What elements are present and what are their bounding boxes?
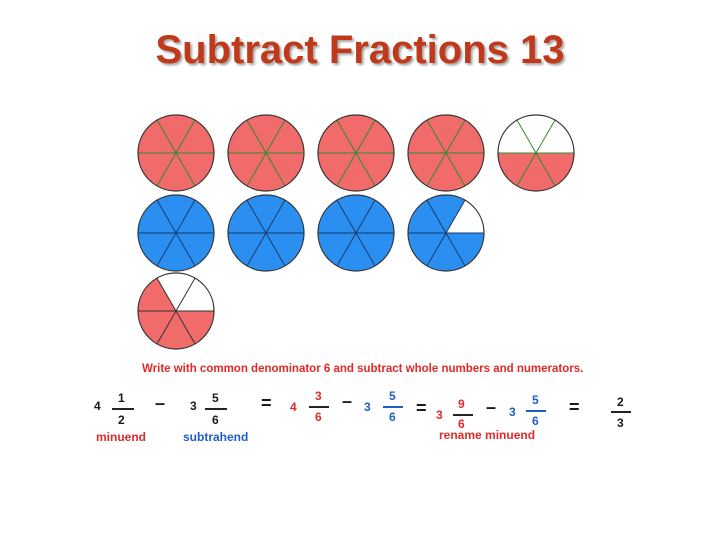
- subtrahend-label: subtrahend: [183, 430, 249, 444]
- subtrahend-fraction-pie-slice: [427, 233, 465, 271]
- renamed-subtrahend-whole: 3: [509, 405, 516, 419]
- minuend-whole-pie-divider: [156, 119, 196, 187]
- subtrahend-fraction-pie-slice: [427, 194, 465, 233]
- minuend-whole-pie-slice: [247, 114, 285, 153]
- minuend-fraction-pie-slice: [517, 114, 555, 153]
- subtrahend-whole-pie-slice: [157, 233, 195, 271]
- minuend-fraction-pie-slice: [517, 153, 555, 191]
- minuend-whole-pie-slice: [427, 114, 465, 153]
- difference-pie-divider: [156, 277, 196, 345]
- renamed-minuend-whole: 3: [436, 408, 443, 422]
- minuend-fraction-bar: [112, 408, 134, 410]
- common-subtrahend-bar: [383, 406, 403, 408]
- renamed-subtrahend-bar: [526, 410, 546, 412]
- common-minuend-whole: 4: [290, 400, 297, 414]
- subtrahend-whole-pie-divider: [246, 199, 286, 267]
- renamed-minuend-bar: [453, 414, 473, 416]
- minuend-whole-pie-outline: [137, 114, 215, 192]
- subtrahend-whole-pie-slice: [247, 233, 285, 271]
- renamed-minuend-numerator: 9: [458, 397, 465, 411]
- equals-sign-2: =: [416, 398, 427, 418]
- subtrahend-denominator: 6: [212, 413, 219, 427]
- subtrahend-fraction-pie-divider: [426, 199, 466, 267]
- minuend-denominator: 2: [118, 413, 125, 427]
- common-minuend-numerator: 3: [315, 389, 322, 403]
- common-subtrahend-denominator: 6: [389, 410, 396, 424]
- common-subtrahend-whole: 3: [364, 400, 371, 414]
- subtrahend-numerator: 5: [212, 391, 219, 405]
- minuend-whole-pie-outline: [317, 114, 395, 192]
- minuend-whole-pie-outline: [227, 114, 305, 192]
- minuend-whole: 4: [94, 399, 101, 413]
- equals-sign-1: =: [261, 393, 272, 413]
- minus-sign-3: –: [486, 397, 497, 417]
- subtrahend-fraction-pie-outline: [407, 194, 485, 272]
- minuend-whole-pie-slice: [247, 153, 285, 191]
- common-minuend-denominator: 6: [315, 410, 322, 424]
- rename-minuend-label: rename minuend: [439, 428, 536, 442]
- minus-sign-2: –: [342, 391, 353, 411]
- result-numerator: 2: [617, 395, 624, 409]
- minus-sign-1: –: [155, 393, 166, 413]
- common-minuend-bar: [309, 406, 329, 408]
- result-denominator: 3: [617, 416, 624, 430]
- difference-pie-slice: [157, 311, 195, 349]
- equals-sign-3: =: [569, 397, 580, 417]
- minuend-label: minuend: [96, 430, 146, 444]
- result-fraction-bar: [611, 411, 631, 413]
- subtrahend-whole-pie-slice: [247, 194, 285, 233]
- subtrahend-whole-pie-divider: [336, 199, 376, 267]
- renamed-minuend-denominator: 6: [458, 417, 465, 431]
- subtrahend-whole: 3: [190, 399, 197, 413]
- minuend-whole-pie-outline: [407, 114, 485, 192]
- minuend-fraction-pie-divider: [516, 119, 556, 187]
- renamed-subtrahend-numerator: 5: [532, 393, 539, 407]
- subtrahend-whole-pie-outline: [227, 194, 305, 272]
- subtrahend-whole-pie-slice: [337, 233, 375, 271]
- minuend-whole-pie-slice: [157, 153, 195, 191]
- minuend-whole-pie-divider: [246, 119, 286, 187]
- subtrahend-fraction-bar: [205, 408, 227, 410]
- subtrahend-whole-pie-slice: [157, 194, 195, 233]
- minuend-whole-pie-slice: [337, 114, 375, 153]
- difference-pie-outline: [137, 272, 215, 350]
- difference-pie-slice: [157, 273, 195, 311]
- subtrahend-whole-pie-outline: [317, 194, 395, 272]
- instruction-text: Write with common denominator 6 and subt…: [142, 363, 584, 375]
- minuend-whole-pie-divider: [336, 119, 376, 187]
- subtrahend-whole-pie-outline: [137, 194, 215, 272]
- minuend-whole-pie-slice: [157, 114, 195, 153]
- minuend-numerator: 1: [118, 391, 125, 405]
- common-subtrahend-numerator: 5: [389, 389, 396, 403]
- minuend-whole-pie-divider: [426, 119, 466, 187]
- renamed-subtrahend-denominator: 6: [532, 414, 539, 428]
- fraction-pie-diagram: [137, 114, 575, 350]
- page-title: Subtract Fractions 13: [155, 28, 565, 72]
- subtrahend-whole-pie-slice: [337, 194, 375, 233]
- minuend-fraction-pie-outline: [497, 114, 575, 192]
- subtrahend-whole-pie-divider: [156, 199, 196, 267]
- minuend-whole-pie-slice: [337, 153, 375, 191]
- minuend-whole-pie-slice: [427, 153, 465, 191]
